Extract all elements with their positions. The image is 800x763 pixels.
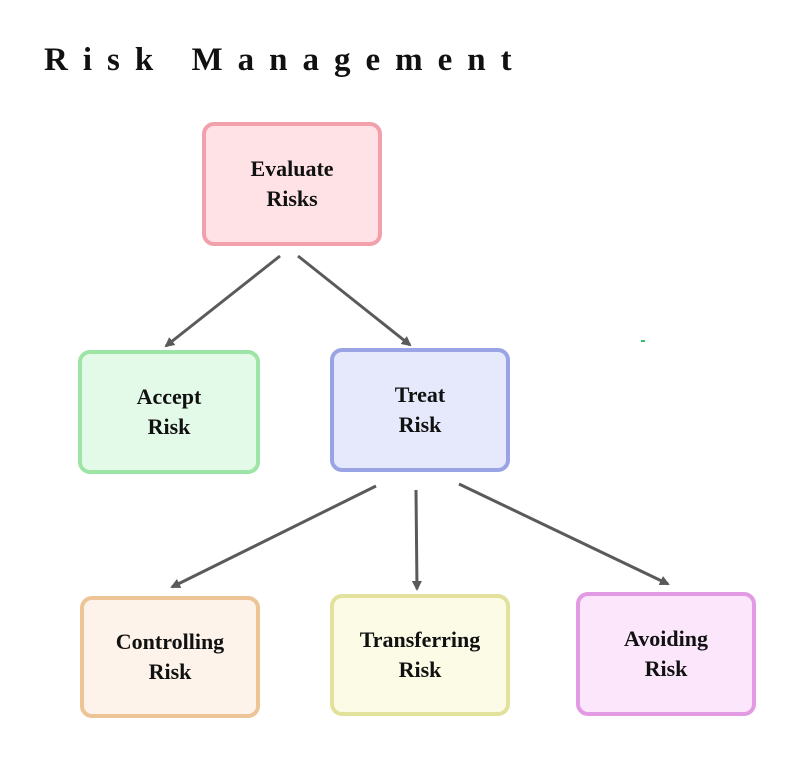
avoiding-risk-label-line1: Avoiding [624, 626, 708, 651]
evaluate-risks-box: Evaluate Risks [202, 122, 382, 246]
controlling-risk-box: Controlling Risk [80, 596, 260, 718]
arrow-treat-to-controlling [170, 484, 377, 589]
treat-risk-label-line2: Risk [398, 412, 442, 437]
arrow-evaluate-to-treat [297, 254, 412, 347]
treat-risk-label-line1: Treat [394, 382, 446, 407]
evaluate-risks-label-line2: Risks [266, 186, 318, 211]
page-title: Risk Management [44, 42, 527, 78]
transferring-risk-label-line1: Transferring [359, 627, 481, 652]
treat-risk-box: Treat Risk [330, 348, 510, 472]
avoiding-risk-label-line2: Risk [644, 656, 688, 681]
arrow-treat-to-transferring [411, 489, 422, 591]
accept-risk-label-line2: Risk [147, 414, 191, 439]
transferring-risk-label-line2: Risk [398, 657, 442, 682]
controlling-risk-label-line1: Controlling [115, 629, 225, 654]
evaluate-risks-label-line1: Evaluate [250, 156, 334, 181]
transferring-risk-box: Transferring Risk [330, 594, 510, 716]
accept-risk-label-line1: Accept [136, 384, 202, 409]
stray-green-mark [641, 340, 645, 342]
controlling-risk-label-line2: Risk [148, 659, 192, 684]
avoiding-risk-box: Avoiding Risk [576, 592, 756, 716]
arrow-evaluate-to-accept [164, 254, 281, 348]
accept-risk-box: Accept Risk [78, 350, 260, 474]
arrow-treat-to-avoiding [458, 482, 670, 586]
